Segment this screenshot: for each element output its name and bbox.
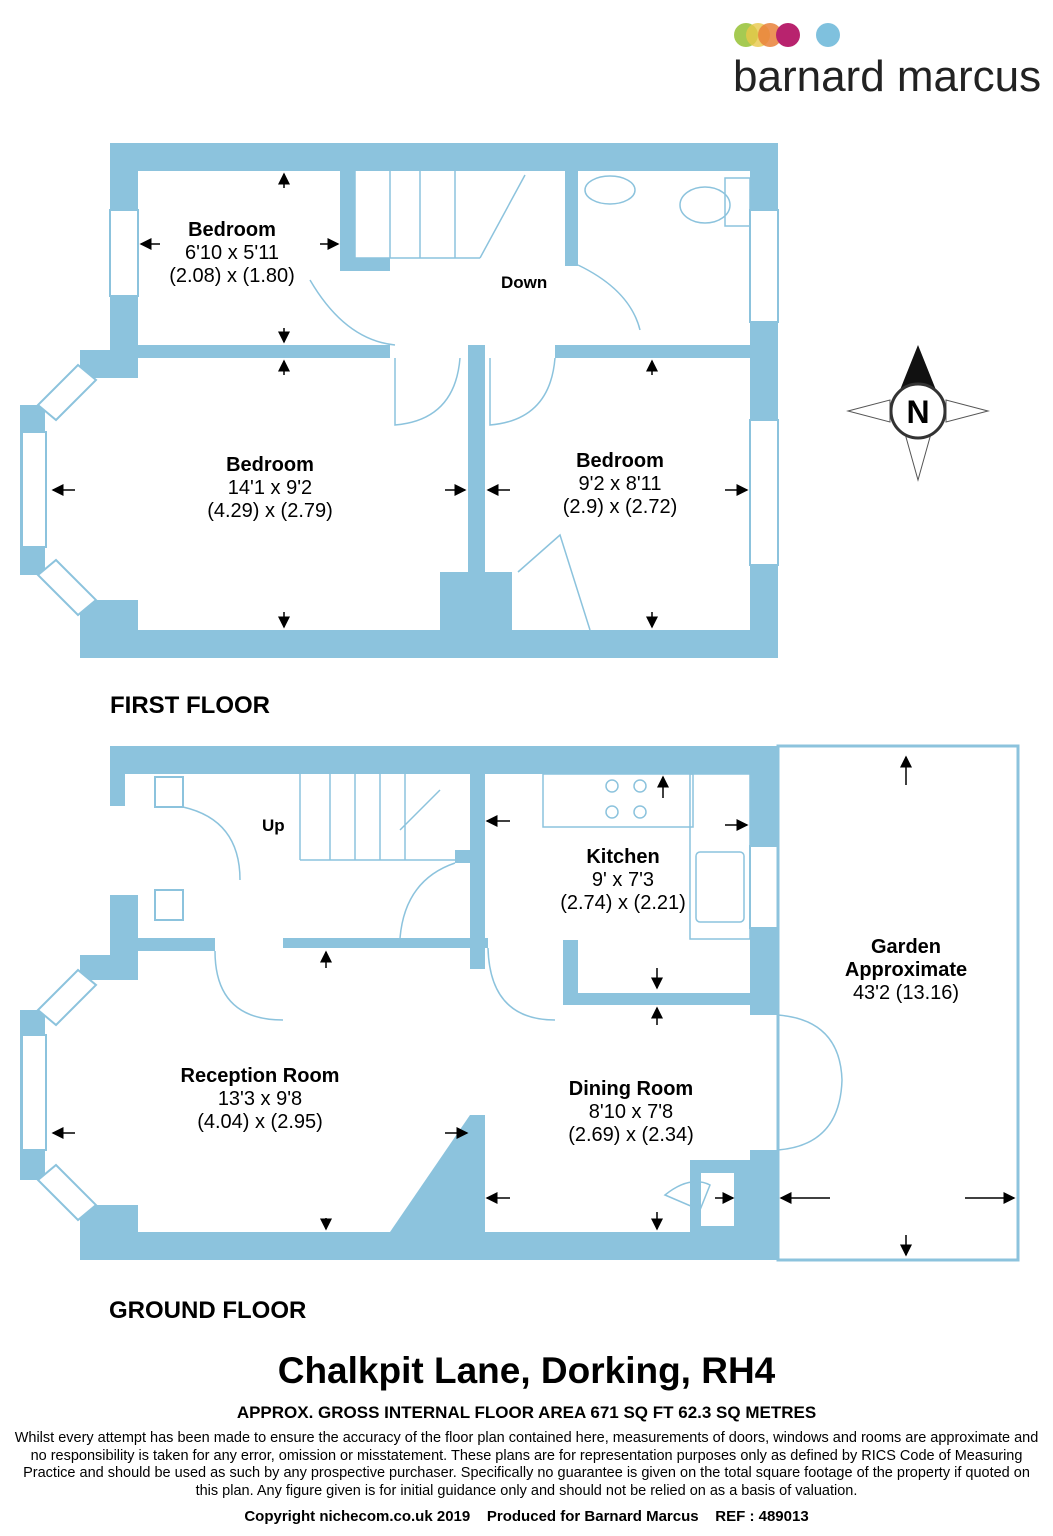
- first-floor-fixtures: [309, 171, 751, 631]
- compass-label: N: [906, 394, 930, 430]
- ground-floor-fixtures: [182, 744, 1020, 1262]
- brand-logo-text: barnard marcus: [733, 52, 1042, 101]
- copyright: Copyright nichecom.co.uk 2019 Produced f…: [244, 1508, 809, 1525]
- first-floor-heading: FIRST FLOOR: [110, 692, 270, 719]
- first-floor-windows: [21, 209, 779, 617]
- brand-logo-dots: [734, 23, 840, 47]
- dimension-arrows: [51, 172, 1016, 1257]
- first-floor-walls: [20, 143, 778, 658]
- property-title: Chalkpit Lane, Dorking, RH4: [277, 1350, 776, 1391]
- stairs-up-label: Up: [262, 816, 285, 835]
- ground-floor-heading: GROUND FLOOR: [109, 1297, 307, 1324]
- stairs-down-label: Down: [501, 273, 548, 292]
- compass-north-icon: [846, 345, 990, 482]
- disclaimer: Whilst every attempt has been made to en…: [14, 1430, 1039, 1499]
- floor-area: APPROX. GROSS INTERNAL FLOOR AREA 671 SQ…: [236, 1403, 817, 1422]
- ground-floor-walls: [20, 746, 778, 1260]
- ground-floor-windows: [21, 776, 779, 1228]
